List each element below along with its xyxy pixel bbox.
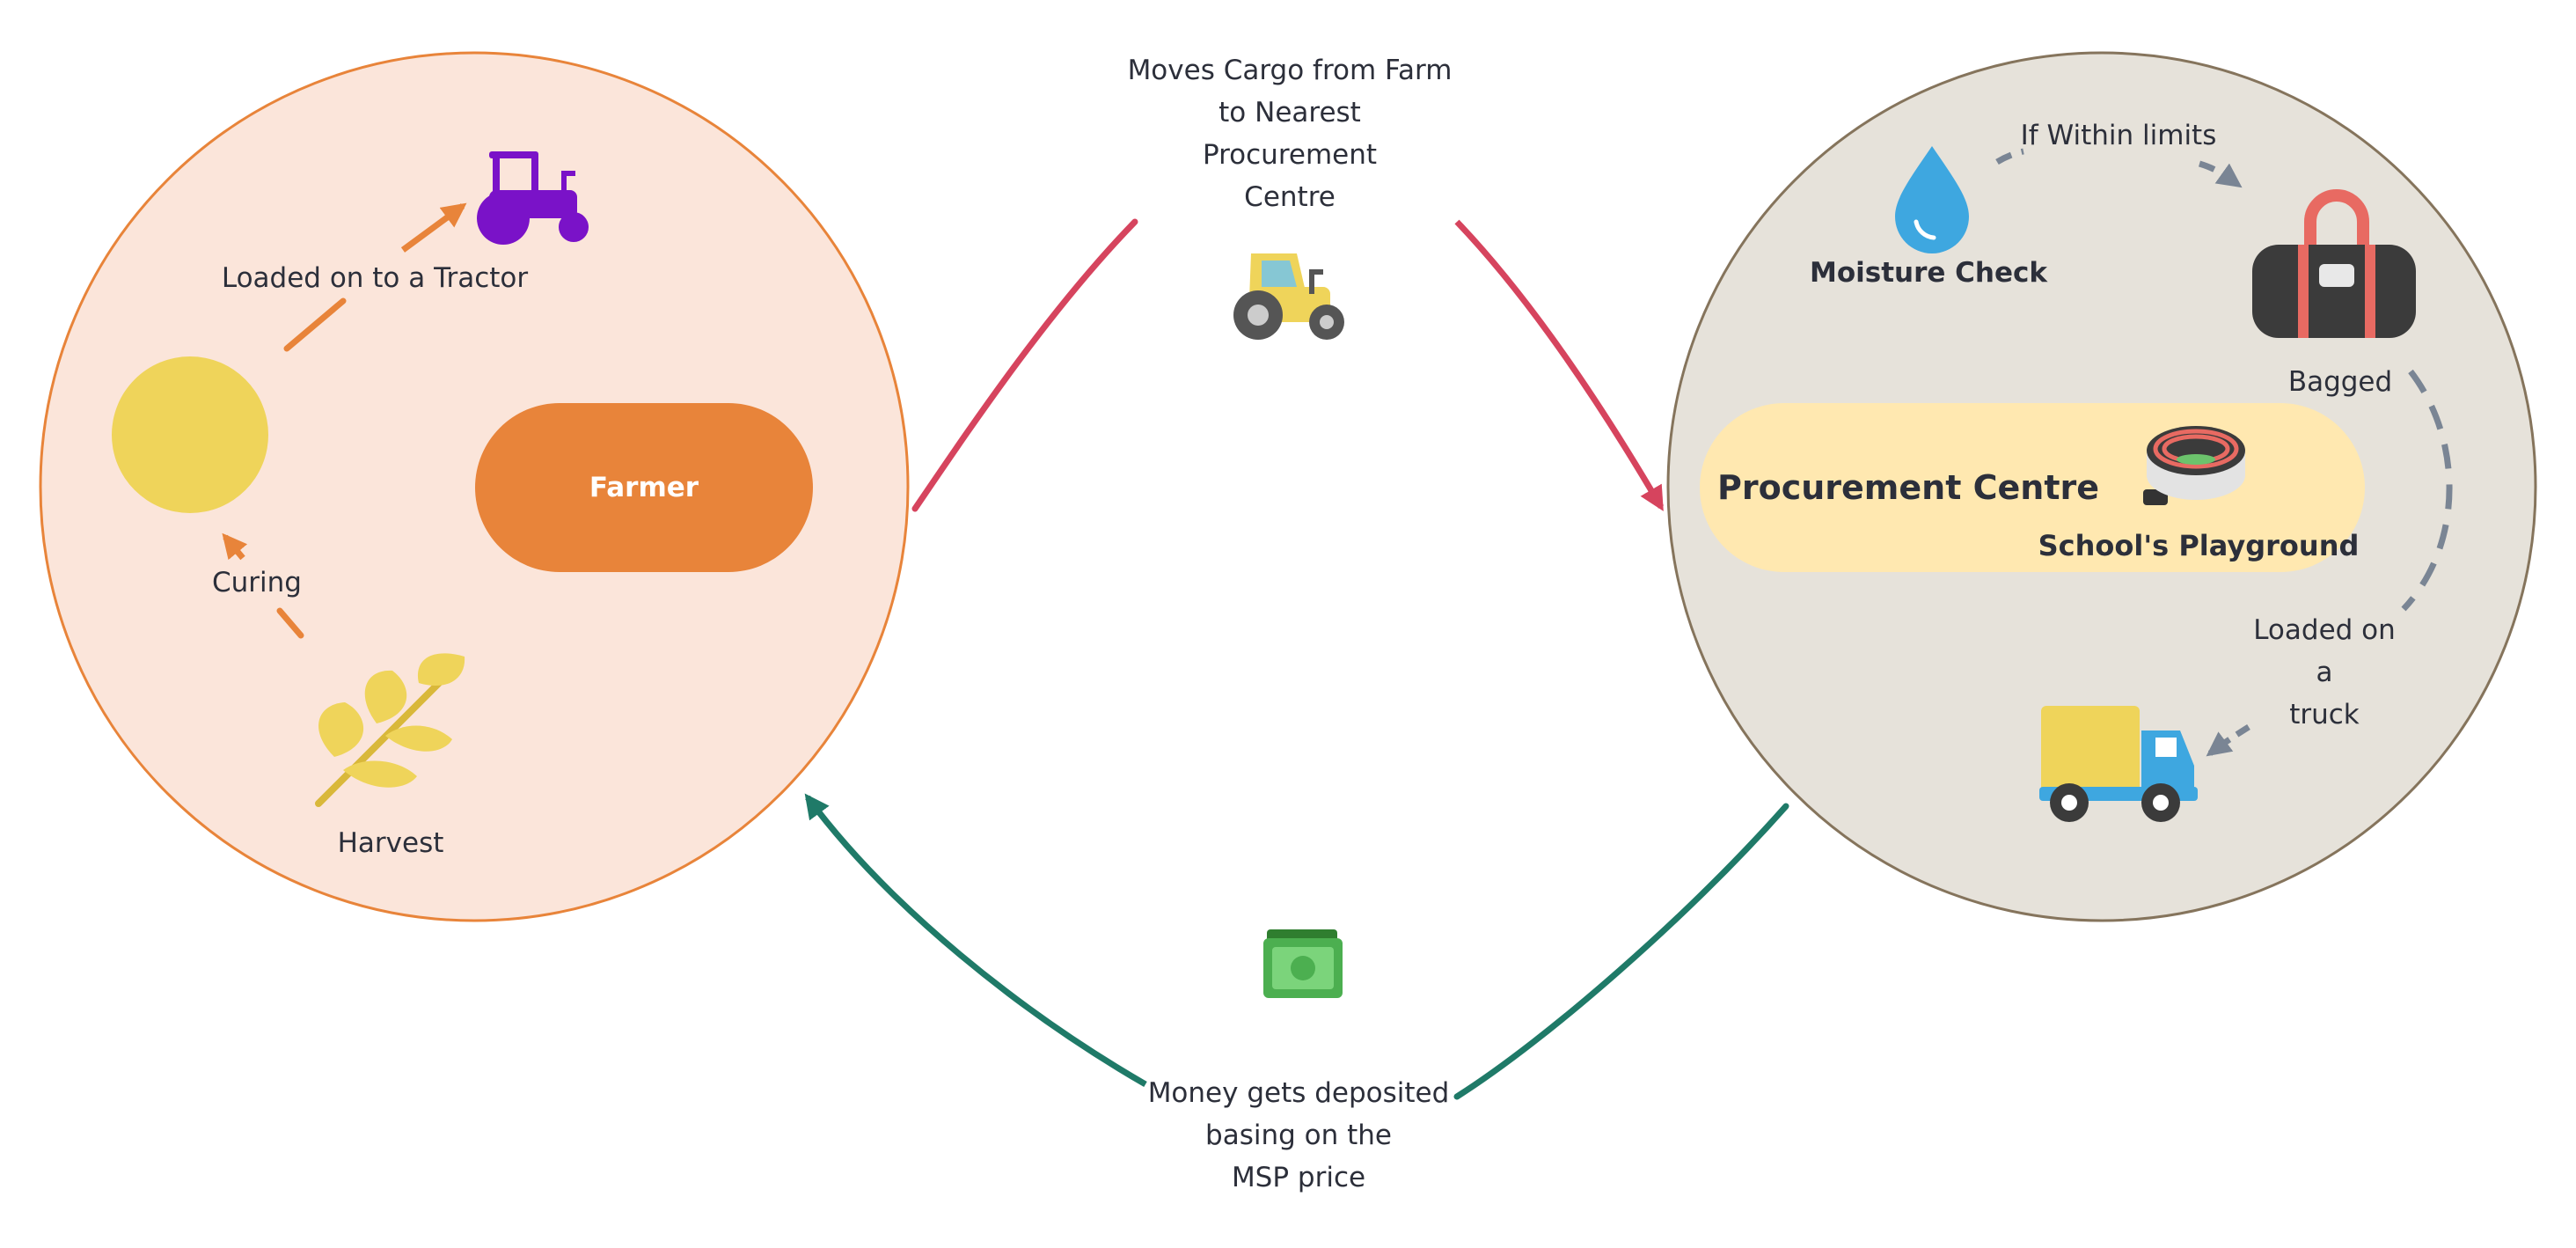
transport-line-1: Moves Cargo from Farm	[1127, 55, 1453, 86]
truck-icon	[2039, 706, 2198, 822]
transport-to-centre-arrow	[1454, 219, 1665, 511]
payment-line-2: basing on the	[1205, 1120, 1392, 1151]
yellow-tractor-icon	[1233, 253, 1344, 340]
payment-to-farm-arrow	[804, 793, 1147, 1088]
harvest-label: Harvest	[337, 827, 444, 859]
farmer-label: Farmer	[589, 472, 699, 503]
truck-line-2: a	[2316, 657, 2333, 688]
water-drop-icon	[1895, 146, 1969, 253]
cured-grain-circle	[112, 356, 268, 513]
moisture-check-label: Moisture Check	[1809, 257, 2048, 289]
transport-line-4: Centre	[1244, 181, 1336, 213]
truck-line-3: truck	[2289, 699, 2360, 730]
truck-loading-arrow	[2206, 724, 2250, 757]
bagged-label: Bagged	[2287, 366, 2393, 398]
payment-caption: Money gets deposited basing on the MSP p…	[1105, 1072, 1492, 1199]
money-icon	[1263, 929, 1343, 998]
procurement-centre-label: Procurement Centre	[1717, 468, 2099, 507]
grain-to-loading-arrow	[283, 297, 347, 352]
transport-line-2: to Nearest	[1218, 97, 1361, 128]
location-label: School's Playground	[2038, 529, 2360, 562]
payment-line-1: Money gets deposited	[1147, 1077, 1450, 1109]
payment-line-3: MSP price	[1231, 1162, 1366, 1193]
moisture-to-limits-arrow	[1995, 148, 2024, 165]
truck-caption: Loaded on a truck	[2228, 609, 2421, 736]
stadium-icon	[2143, 426, 2245, 505]
bag-to-truck-arrow	[2401, 369, 2453, 612]
wheat-icon	[315, 653, 465, 807]
harvest-to-curing-arrow	[276, 607, 304, 639]
farm-circle	[39, 51, 910, 922]
loading-to-tractor-arrow	[400, 202, 467, 253]
loaded-tractor-label: Loaded on to a Tractor	[221, 262, 529, 294]
transport-line-3: Procurement	[1202, 139, 1378, 171]
centre-to-payment-arrow	[1453, 803, 1789, 1100]
tractor-icon	[477, 151, 589, 245]
farm-to-transport-arrow	[911, 218, 1138, 512]
bag-icon	[2252, 189, 2416, 338]
truck-line-1: Loaded on	[2253, 614, 2396, 646]
farmer-pill	[475, 403, 813, 572]
limits-to-bag-arrow	[2198, 160, 2243, 188]
within-limits-label: If Within limits	[2020, 120, 2217, 151]
curing-label: Curing	[212, 567, 302, 598]
curing-to-grain-arrow	[222, 532, 248, 561]
transport-caption: Moves Cargo from Farm to Nearest Procure…	[1087, 49, 1492, 218]
